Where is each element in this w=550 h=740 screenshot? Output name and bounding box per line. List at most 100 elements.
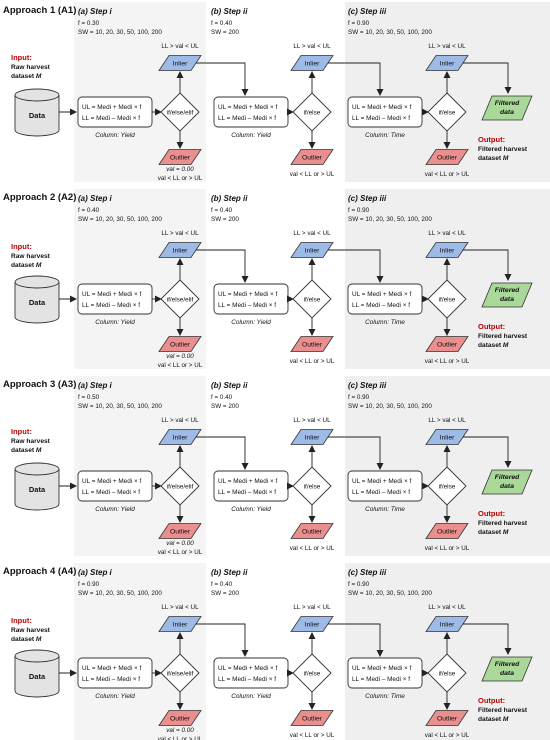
step-i-outlier	[158, 336, 202, 352]
arrow-inlier-ii-to-step-iii	[328, 436, 384, 470]
step-iii-outlier	[425, 336, 469, 352]
step-iii-column-label: Column: Time	[365, 319, 405, 326]
step-ii-inlier	[290, 242, 334, 258]
step-i-outlier	[158, 710, 202, 726]
step-ii-formula-box	[213, 96, 289, 128]
step-ii-column-label: Column: Yield	[231, 506, 271, 513]
step-i-outlier-label: Outlier	[170, 716, 191, 723]
step-ii-heading: (b) Step ii	[211, 568, 248, 577]
step-iii-ul-formula: UL = Medi + Medi × f	[352, 104, 411, 111]
step-i-inlier-condition: LL > val < UL	[161, 230, 199, 237]
step-ii-outlier	[290, 523, 334, 539]
step-iii-column-label: Column: Time	[365, 506, 405, 513]
step-iii-inlier-label: Inlier	[440, 435, 455, 442]
step-i-inlier-label: Inlier	[173, 61, 188, 68]
step-ii-ul-formula: UL = Medi + Medi × f	[218, 291, 277, 298]
step-i-outlier-label: Outlier	[170, 155, 191, 162]
step-iii-outlier-condition: val < LL or > UL	[425, 732, 470, 739]
step-i-sw-values: SW = 10, 20, 30, 50, 100, 200	[78, 216, 162, 223]
step-ii-formula-box	[213, 283, 289, 315]
step-iii-inlier-label: Inlier	[440, 622, 455, 629]
step-ii-heading: (b) Step ii	[211, 194, 248, 203]
step-ii-outlier-condition: val < LL or > UL	[290, 171, 335, 178]
step-iii-column-label: Column: Time	[365, 693, 405, 700]
step-iii-outlier-label: Outlier	[437, 342, 458, 349]
step-ii-outlier-label: Outlier	[302, 716, 323, 723]
step-iii-inlier-label: Inlier	[440, 248, 455, 255]
step-iii-inlier	[425, 616, 469, 632]
step-i-inlier	[158, 55, 202, 71]
step-ii-outlier	[290, 149, 334, 165]
data-label: Data	[29, 672, 46, 681]
data-cylinder-body	[14, 656, 60, 698]
data-cylinder-body	[14, 469, 60, 511]
step-i-sw-values: SW = 10, 20, 30, 50, 100, 200	[78, 29, 162, 36]
step-i-f-value: f = 0.30	[78, 20, 100, 27]
step-i-column-label: Column: Yield	[95, 319, 135, 326]
step-ii-formula-box	[213, 657, 289, 689]
step-ii-inlier-condition: LL > val < UL	[293, 230, 331, 237]
step-ii-f-value: f = 0.40	[211, 394, 233, 401]
step-iii-decision-label: if/else	[439, 110, 456, 117]
input-label: Input:	[11, 427, 32, 436]
output-text-line2: dataset M	[478, 529, 509, 536]
filtered-data-label-line1: Filtered	[495, 661, 520, 668]
output-text-line1: Filtered harvest	[478, 707, 528, 714]
output-text-line1: Filtered harvest	[478, 333, 528, 340]
step-iii-inlier-condition: LL > val < UL	[428, 230, 466, 237]
step-iii-ll-formula: LL = Medi – Medi × f	[352, 676, 410, 683]
step-ii-outlier-condition: val < LL or > UL	[290, 732, 335, 739]
output-label: Output:	[478, 135, 505, 144]
step-ii-ul-formula: UL = Medi + Medi × f	[218, 104, 277, 111]
step-ii-formula-box	[213, 470, 289, 502]
arrow-inlier-ii-to-step-iii	[328, 623, 384, 657]
step-iii-inlier-condition: LL > val < UL	[428, 43, 466, 50]
step-iii-outlier	[425, 523, 469, 539]
arrow-inlier-i-to-step-ii	[196, 436, 249, 470]
step-ii-decision-label: if/else	[304, 110, 321, 117]
output-text-line2: dataset M	[478, 342, 509, 349]
step-iii-decision-label: if/else	[439, 671, 456, 678]
step-iii-sw-values: SW = 10, 20, 30, 50, 100, 200	[348, 29, 432, 36]
step-ii-outlier-label: Outlier	[302, 342, 323, 349]
step-i-heading: (a) Step i	[78, 194, 113, 203]
step-iii-heading: (c) Step iii	[348, 194, 387, 203]
input-label: Input:	[11, 53, 32, 62]
step-i-inlier-label: Inlier	[173, 622, 188, 629]
step-ii-ul-formula: UL = Medi + Medi × f	[218, 478, 277, 485]
step-i-formula-box	[77, 470, 153, 502]
approach-title: Approach 1 (A1)	[3, 5, 76, 16]
input-text-line1: Raw harvest	[11, 253, 51, 260]
step-iii-inlier-label: Inlier	[440, 61, 455, 68]
step-iii-inlier	[425, 55, 469, 71]
step-iii-inlier-condition: LL > val < UL	[428, 417, 466, 424]
step-iii-ll-formula: LL = Medi – Medi × f	[352, 302, 410, 309]
step-ii-outlier	[290, 336, 334, 352]
step-i-outlier-label: Outlier	[170, 342, 191, 349]
data-label: Data	[29, 485, 46, 494]
step-iii-sw-values: SW = 10, 20, 30, 50, 100, 200	[348, 403, 432, 410]
data-cylinder: Data	[14, 88, 60, 137]
step-i-decision-label: if/else/elif	[167, 297, 194, 304]
step-iii-decision-label: if/else	[439, 297, 456, 304]
input-dataset-symbol: M	[36, 73, 42, 80]
data-label: Data	[29, 111, 46, 120]
output-label: Output:	[478, 322, 505, 331]
step-ii-f-value: f = 0.40	[211, 581, 233, 588]
input-text-line2: dataset M	[11, 447, 42, 454]
step-i-sw-values: SW = 10, 20, 30, 50, 100, 200	[78, 403, 162, 410]
step-ii-decision-label: if/else	[304, 484, 321, 491]
step-i-heading: (a) Step i	[78, 568, 113, 577]
step-ii-decision-label: if/else	[304, 297, 321, 304]
step-i-ul-formula: UL = Medi + Medi × f	[82, 478, 141, 485]
step-i-outlier-label: Outlier	[170, 529, 191, 536]
input-dataset-symbol: M	[36, 262, 42, 269]
output-text-line2: dataset M	[478, 155, 509, 162]
step-ii-inlier-condition: LL > val < UL	[293, 43, 331, 50]
step-i-inlier-condition: LL > val < UL	[161, 43, 199, 50]
data-cylinder: Data	[14, 462, 60, 511]
